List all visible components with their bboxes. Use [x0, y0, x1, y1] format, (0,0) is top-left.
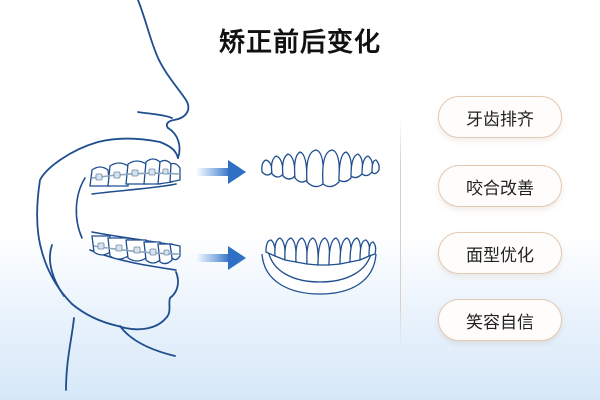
diagram-title: 矫正前后变化 — [218, 28, 381, 58]
benefit-pill-teeth-alignment: 牙齿排齐 — [438, 96, 562, 138]
straight-lower-arch — [261, 237, 377, 295]
section-divider — [400, 118, 401, 350]
benefit-pill-face-shape: 面型优化 — [438, 232, 562, 274]
benefit-label: 咬合改善 — [466, 178, 534, 199]
arrow-right-icon — [196, 160, 246, 184]
benefit-label: 牙齿排齐 — [466, 109, 534, 130]
benefit-pill-confident-smile: 笑容自信 — [438, 299, 562, 341]
benefit-label: 面型优化 — [466, 245, 534, 266]
straight-teeth-icon — [261, 149, 380, 188]
lower-braces-teeth — [91, 235, 181, 265]
benefit-pill-bite-improvement: 咬合改善 — [438, 165, 562, 207]
benefit-label: 笑容自信 — [466, 312, 534, 333]
arrow-right-icon-lower — [196, 246, 246, 270]
braces-teeth-icon — [89, 158, 181, 187]
face-profile-icon — [36, 0, 190, 391]
